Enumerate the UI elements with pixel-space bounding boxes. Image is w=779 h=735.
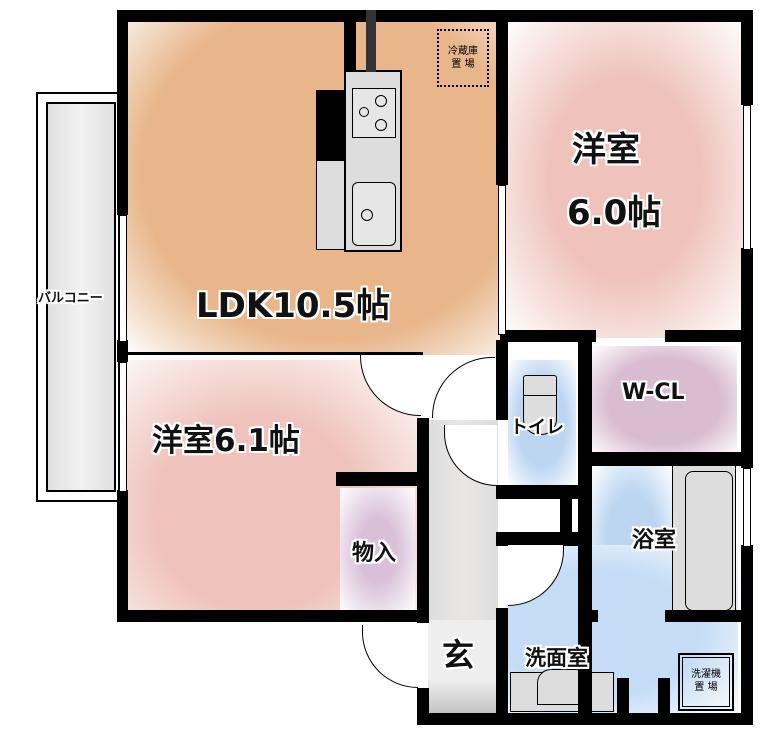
toilet-icon	[523, 375, 557, 435]
wall-wash-top	[496, 532, 586, 546]
vanity	[510, 669, 614, 712]
kitchen-wall-block	[316, 90, 346, 160]
wall-kitchen-top	[344, 10, 356, 72]
western-room-2-label: 洋室6.1帖	[152, 423, 300, 459]
western-room-1-label-line1: 洋室	[572, 130, 640, 170]
wall-right-upper	[741, 10, 753, 105]
window-room2-left	[119, 362, 127, 492]
wall-bath-bottom-a	[578, 610, 598, 622]
wall-left-lower	[117, 490, 128, 620]
wall-mid-stub	[560, 495, 572, 537]
wall-ldk-right	[496, 10, 508, 185]
wall-left-upper	[117, 10, 128, 215]
wcl-area	[592, 346, 737, 456]
wall-storage-top	[336, 472, 421, 486]
wall-kitchen-top2	[366, 10, 376, 72]
wall-left-mid	[117, 340, 128, 362]
wall-bath-bottom-b	[665, 610, 745, 622]
wall-top	[117, 10, 753, 22]
fridge-space: 冷蔵庫 置 場	[437, 29, 489, 87]
entrance-area	[428, 620, 498, 720]
wall-room1-bottom-a	[500, 330, 596, 342]
wall-hall-right	[496, 340, 508, 420]
wall-bottom-left	[117, 610, 427, 622]
wall-wash-stub1	[617, 678, 629, 718]
window-ldk-left	[119, 215, 127, 342]
wall-wcl-bottom	[585, 452, 750, 466]
wall-bottom-right	[417, 713, 753, 725]
storage-area	[340, 488, 415, 613]
wall-room1-bottom-b	[665, 330, 750, 342]
balcony	[36, 92, 120, 502]
wall-wash-stub2	[658, 678, 670, 718]
wall-toilet-right	[578, 340, 592, 720]
wall-right-mid	[741, 248, 753, 468]
wall-wash-left	[496, 608, 508, 725]
entrance-label: 玄	[442, 636, 475, 674]
wall-right-lower	[741, 545, 753, 725]
western-room-1-label-line2: 6.0帖	[567, 193, 662, 233]
door-entrance[interactable]	[362, 625, 418, 688]
sink-icon	[352, 182, 396, 246]
wall-ldk-room2	[128, 352, 423, 355]
balcony-label: バルコニー	[38, 291, 103, 306]
toilet-label: トイレ	[510, 417, 564, 438]
stove-icon	[352, 88, 396, 138]
window-bath	[743, 468, 751, 547]
wall-toilet-bottom	[496, 485, 586, 499]
wcl-label: W-CL	[622, 380, 685, 405]
storage-label: 物入	[352, 541, 397, 566]
balcony-floor	[46, 102, 116, 492]
window-ldk-right	[498, 185, 506, 335]
wall-hall-left	[417, 418, 429, 623]
washroom-label: 洗面室	[525, 646, 588, 670]
door-ldk[interactable]	[432, 357, 495, 418]
kitchen-unit	[344, 70, 402, 252]
kitchen-counter	[316, 160, 346, 250]
bathroom-label: 浴室	[632, 528, 677, 553]
bathtub	[672, 465, 736, 615]
ldk-label: LDK10.5帖	[196, 286, 391, 326]
western-room-1-area	[505, 20, 745, 338]
window-room1-right	[743, 105, 751, 250]
washer-space: 洗濯機 置 場	[678, 653, 734, 711]
